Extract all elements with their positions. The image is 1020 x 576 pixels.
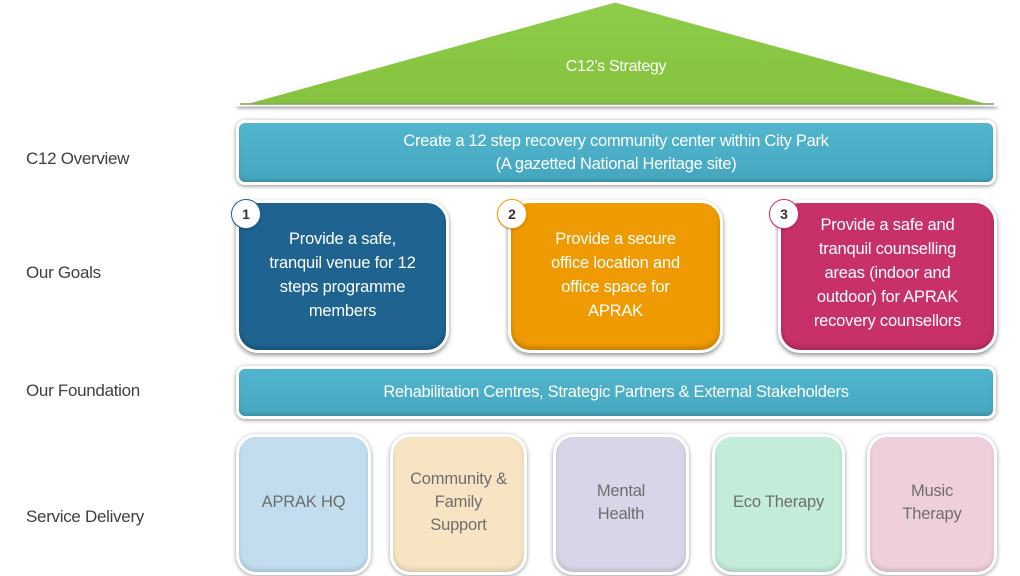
foundation-bar: Rehabilitation Centres, Strategic Partne… (236, 366, 996, 419)
goal-text: Provide a secure office location and off… (551, 229, 680, 320)
overview-line-2: (A gazetted National Heritage site) (495, 154, 737, 173)
goal-card-2: Provide a secure office location and off… (508, 200, 723, 353)
strategy-title: C12’s Strategy (565, 58, 667, 75)
service-pillar-music-therapy: Music Therapy (867, 434, 997, 575)
row-label-service-delivery: Service Delivery (26, 507, 145, 526)
service-label: Eco Therapy (732, 493, 825, 511)
goal-text: Provide a safe and tranquil counselling … (813, 215, 962, 330)
service-pillar-mental-health: Mental Health (553, 434, 689, 575)
row-label-overview: C12 Overview (26, 149, 130, 168)
goal-text: Provide a safe, tranquil venue for 12 st… (269, 229, 416, 320)
overview-line-1: Create a 12 step recovery community cent… (403, 131, 829, 150)
strategy-roof (236, 0, 998, 107)
goal-number-badge: 3 (769, 199, 799, 229)
goal-number-badge: 2 (497, 199, 527, 229)
service-label: Community & Family Support (410, 470, 507, 534)
row-label-foundation: Our Foundation (26, 381, 140, 400)
service-pillar-aprak-hq: APRAK HQ (236, 434, 371, 575)
goal-card-3: Provide a safe and tranquil counselling … (778, 200, 997, 353)
goal-card-1: Provide a safe, tranquil venue for 12 st… (236, 200, 449, 353)
service-pillar-eco-therapy: Eco Therapy (712, 434, 845, 575)
service-label: Music Therapy (902, 481, 962, 523)
roof-triangle (236, 0, 998, 107)
overview-bar: Create a 12 step recovery community cent… (236, 120, 996, 185)
service-pillar-community-family-support: Community & Family Support (390, 434, 527, 575)
foundation-text: Rehabilitation Centres, Strategic Partne… (383, 383, 849, 401)
goal-number-badge: 1 (231, 199, 261, 229)
row-label-goals: Our Goals (26, 263, 101, 282)
service-label: APRAK HQ (261, 493, 346, 511)
service-label: Mental Health (596, 481, 646, 523)
